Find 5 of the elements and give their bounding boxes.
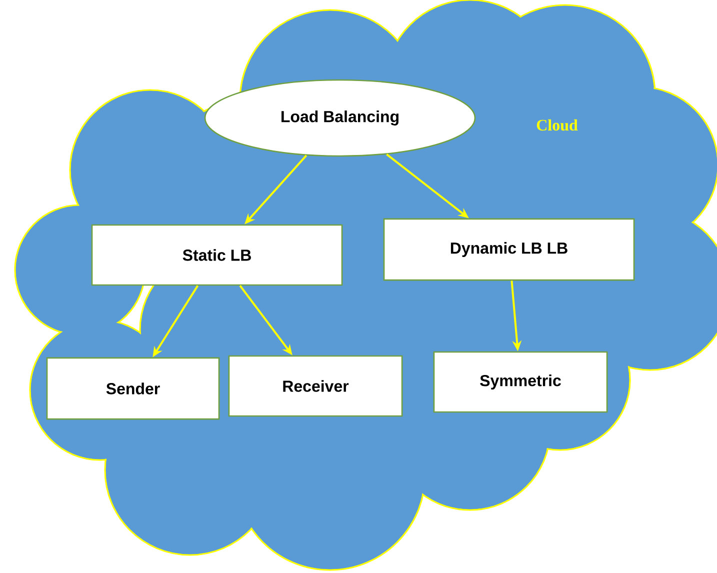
process-box: Sender: [46, 357, 220, 420]
process-box: Static LB: [91, 224, 343, 286]
process-box: Dynamic LB LB: [383, 218, 635, 281]
process-box: Symmetric: [433, 351, 608, 413]
process-box: Receiver: [228, 355, 403, 417]
